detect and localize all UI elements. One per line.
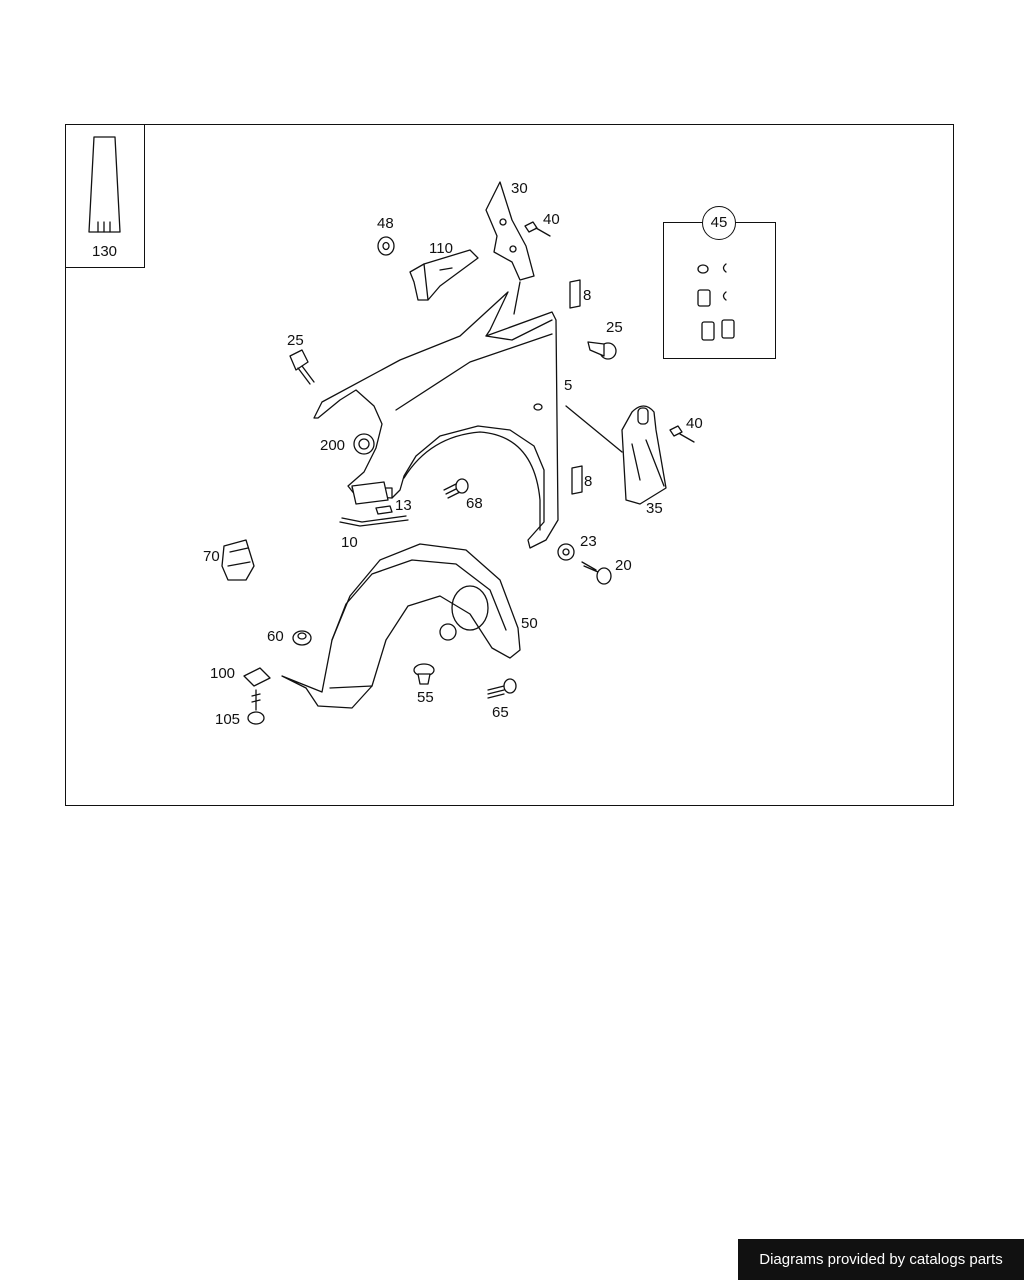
part-100-clip [243,667,271,687]
part-70-bracket [221,539,255,581]
part-60-nut [292,630,312,646]
diagram-frame [65,124,954,806]
part-48-washer [377,236,395,256]
callout-8-top: 8 [583,287,592,304]
part-20-bolt [581,561,612,585]
part-23-washer [557,543,575,561]
part-13-clip [351,481,393,515]
callout-25-right: 25 [606,319,623,336]
callout-30: 30 [511,180,528,197]
callout-100: 100 [210,665,236,682]
callout-10: 10 [341,534,358,551]
callout-105: 105 [215,711,241,728]
callout-45: 45 [702,206,736,240]
inset-box-130 [65,124,145,268]
part-200-grommet [353,433,375,455]
callout-40-top: 40 [543,211,560,228]
callout-20: 20 [615,557,632,574]
callout-25-left: 25 [287,332,304,349]
callout-68: 68 [466,495,483,512]
part-105-screw [247,689,265,725]
callout-65: 65 [492,704,509,721]
part-25-bolt-right [587,341,617,360]
callout-50: 50 [521,615,538,632]
part-25-bolt-left [289,349,315,385]
callout-48: 48 [377,215,394,232]
part-35-mounting-bracket [565,405,667,505]
part-8-adhesive-tape [569,279,583,495]
part-68-screw [443,478,469,499]
part-40-clip-top [524,221,551,237]
part-130-trim-strip [88,136,121,233]
watermark-banner: Diagrams provided by catalogs parts [738,1239,1024,1280]
part-30-bracket [485,181,535,281]
part-45-clip-set [697,263,735,341]
callout-110: 110 [429,240,453,257]
part-10-seal-strip [339,515,409,527]
callout-23: 23 [580,533,597,550]
callout-60: 60 [267,628,284,645]
callout-8-bottom: 8 [584,473,593,490]
part-65-screw [487,678,517,699]
callout-40-right: 40 [686,415,703,432]
part-5-front-fender [313,281,559,549]
callout-130: 130 [92,243,118,260]
part-55-clip [413,663,435,685]
part-110-bracket [409,249,479,301]
part-50-wheel-arch-liner [281,543,521,709]
callout-70: 70 [203,548,220,565]
callout-35: 35 [646,500,663,517]
callout-5: 5 [564,377,573,394]
callout-200: 200 [320,437,346,454]
part-40-clip-right [669,425,695,443]
callout-13: 13 [395,497,412,514]
callout-55: 55 [417,689,434,706]
